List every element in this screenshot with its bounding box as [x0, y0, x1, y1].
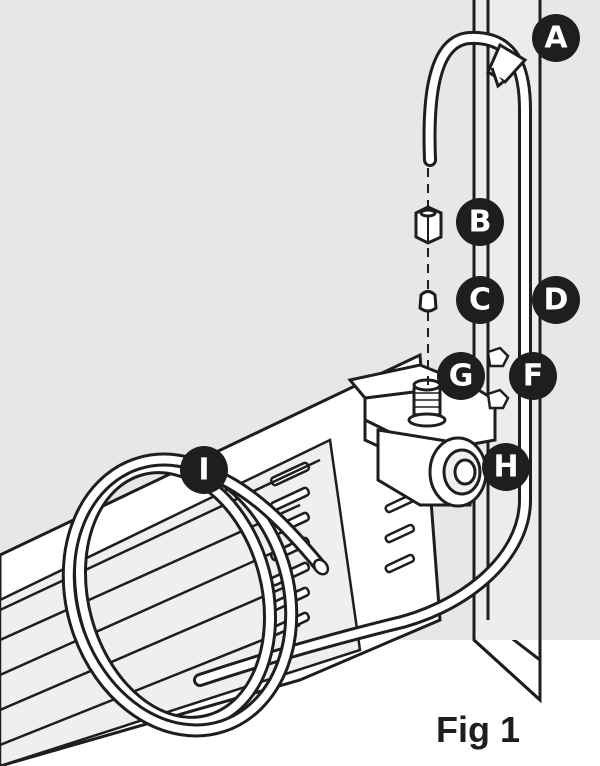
compression-nut [414, 205, 443, 245]
callout-G: G [437, 352, 485, 400]
callout-H-label: H [493, 450, 518, 485]
water-line-tubing-inner [196, 33, 529, 684]
callout-H: H [482, 443, 530, 491]
callout-A: A [532, 14, 580, 62]
callout-I-label: I [198, 453, 209, 488]
valve-inlet-fitting [407, 378, 447, 428]
callout-C-label: C [469, 283, 491, 318]
callout-D: D [532, 276, 580, 324]
callout-F-label: F [523, 359, 544, 394]
callout-A-label: A [544, 21, 568, 56]
callout-D-label: D [544, 283, 569, 318]
water-inlet-valve [376, 428, 488, 508]
ferrule-sleeve [418, 290, 438, 313]
callout-B: B [456, 198, 504, 246]
callout-B-label: B [469, 205, 492, 240]
figure-caption: Fig 1 [436, 709, 521, 750]
callout-G-label: G [449, 359, 474, 394]
callout-C: C [456, 276, 504, 324]
mounting-screws [486, 346, 510, 410]
callout-F: F [509, 352, 557, 400]
tubing-clamp [486, 42, 528, 89]
callout-I: I [180, 446, 228, 494]
